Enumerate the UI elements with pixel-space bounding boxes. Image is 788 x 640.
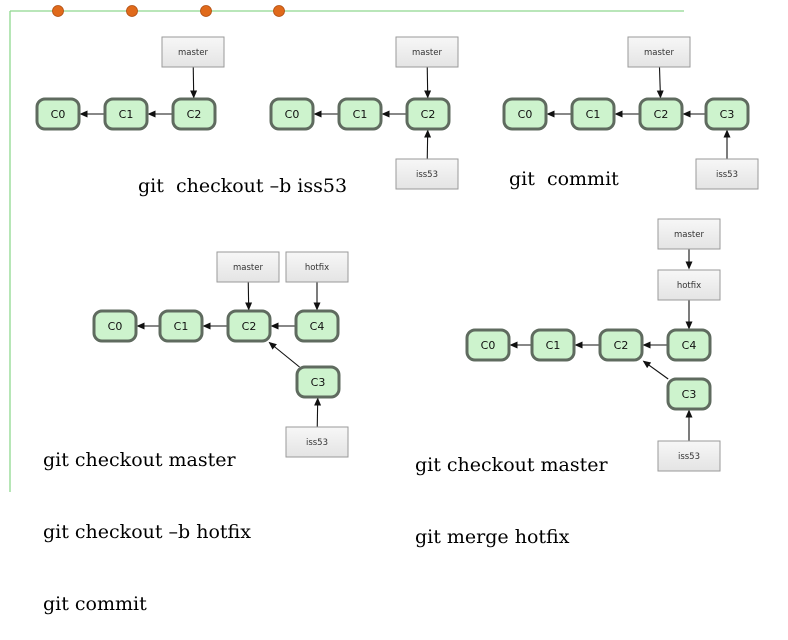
commit-node: C4 — [668, 330, 710, 360]
branch-label: master — [412, 48, 442, 58]
caption-line: git checkout master — [43, 448, 251, 472]
commit-label: C1 — [174, 320, 189, 333]
branch-ref-master: master — [628, 37, 690, 67]
branch-ref-iss53: iss53 — [396, 159, 458, 189]
commit-label: C0 — [481, 339, 496, 352]
commit-node: C0 — [37, 99, 79, 129]
branch-ref-master: master — [217, 252, 279, 282]
commit-node: C2 — [640, 99, 682, 129]
caption-line: git checkout –b hotfix — [43, 520, 251, 544]
branch-label: iss53 — [306, 438, 328, 448]
commit-label: C1 — [586, 108, 601, 121]
branch-label: hotfix — [305, 263, 329, 273]
commit-label: C0 — [285, 108, 300, 121]
commit-label: C4 — [310, 320, 325, 333]
commit-node: C1 — [572, 99, 614, 129]
branch-label: master — [644, 48, 674, 58]
commit-node: C2 — [228, 311, 270, 341]
pointer-arrow — [659, 67, 660, 98]
caption-checkout-iss53: git checkout –b iss53 — [138, 174, 347, 198]
branch-ref-iss53: iss53 — [696, 159, 758, 189]
caption-line: git merge hotfix — [415, 525, 608, 549]
orange-bullet — [53, 6, 64, 17]
commit-label: C1 — [546, 339, 561, 352]
branch-ref-iss53: iss53 — [658, 441, 720, 471]
commit-label: C1 — [119, 108, 134, 121]
commit-label: C1 — [353, 108, 368, 121]
commit-label: C3 — [682, 388, 697, 401]
branch-ref-master: master — [162, 37, 224, 67]
commit-label: C2 — [654, 108, 669, 121]
commit-node: C1 — [105, 99, 147, 129]
branch-label: master — [178, 48, 208, 58]
orange-bullet — [274, 6, 285, 17]
branch-label: hotfix — [677, 281, 701, 291]
commit-node: C0 — [467, 330, 509, 360]
caption-line: git checkout master — [415, 453, 608, 477]
commit-node: C2 — [173, 99, 215, 129]
commit-label: C3 — [720, 108, 735, 121]
commit-label: C0 — [518, 108, 533, 121]
commit-label: C0 — [108, 320, 123, 333]
commit-node: C2 — [600, 330, 642, 360]
branch-ref-master: master — [396, 37, 458, 67]
commit-label: C4 — [682, 339, 697, 352]
commit-label: C2 — [242, 320, 257, 333]
commit-label: C3 — [311, 376, 326, 389]
commit-node: C0 — [504, 99, 546, 129]
branch-label: master — [674, 230, 704, 240]
orange-bullet — [127, 6, 138, 17]
caption-line: git commit — [43, 592, 251, 616]
commit-node: C3 — [297, 367, 339, 397]
commit-node: C1 — [160, 311, 202, 341]
branch-ref-iss53: iss53 — [286, 427, 348, 457]
commit-label: C2 — [187, 108, 202, 121]
branch-label: iss53 — [716, 170, 738, 180]
commit-label: C2 — [614, 339, 629, 352]
branch-label: iss53 — [678, 452, 700, 462]
caption-hotfix-steps: git checkout master git checkout –b hotf… — [43, 400, 251, 640]
branch-label: master — [233, 263, 263, 273]
orange-bullet — [201, 6, 212, 17]
caption-merge-steps: git checkout master git merge hotfix — [415, 405, 608, 573]
commit-node: C3 — [668, 379, 710, 409]
branch-ref-hotfix: hotfix — [286, 252, 348, 282]
commit-node: C3 — [706, 99, 748, 129]
commit-node: C2 — [407, 99, 449, 129]
branch-ref-master: master — [658, 219, 720, 249]
caption-commit: git commit — [509, 167, 619, 191]
branch-ref-hotfix: hotfix — [658, 270, 720, 300]
commit-label: C0 — [51, 108, 66, 121]
pointer-arrow — [644, 361, 669, 379]
branch-label: iss53 — [416, 170, 438, 180]
commit-node: C4 — [296, 311, 338, 341]
pointer-arrow — [269, 343, 299, 368]
commit-node: C0 — [94, 311, 136, 341]
commit-node: C0 — [271, 99, 313, 129]
commit-node: C1 — [339, 99, 381, 129]
commit-node: C1 — [532, 330, 574, 360]
commit-label: C2 — [421, 108, 436, 121]
